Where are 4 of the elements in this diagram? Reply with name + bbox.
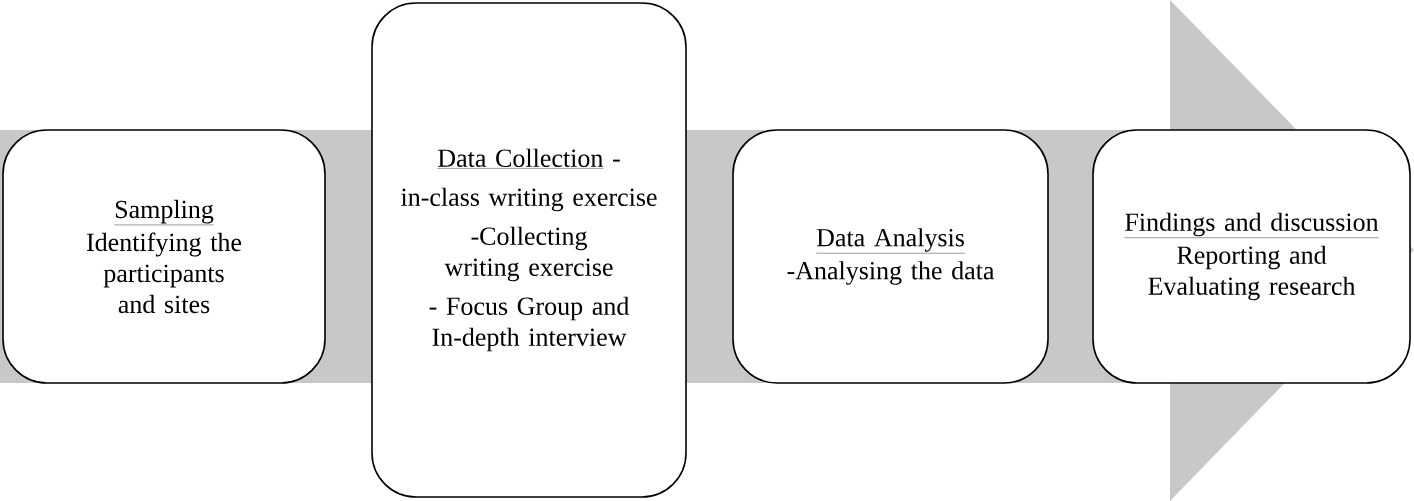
process-box: Data Analysis -Analysing the data [732, 129, 1049, 384]
process-box: Sampling Identifying the participants and sites [2, 129, 326, 384]
process-box: Findings and discussion Reporting and Evaluating research [1092, 129, 1411, 384]
process-box: Data Collection - in-class writing exercise -Collecting writing exercise - Focus Group and In-depth interview [371, 2, 687, 498]
